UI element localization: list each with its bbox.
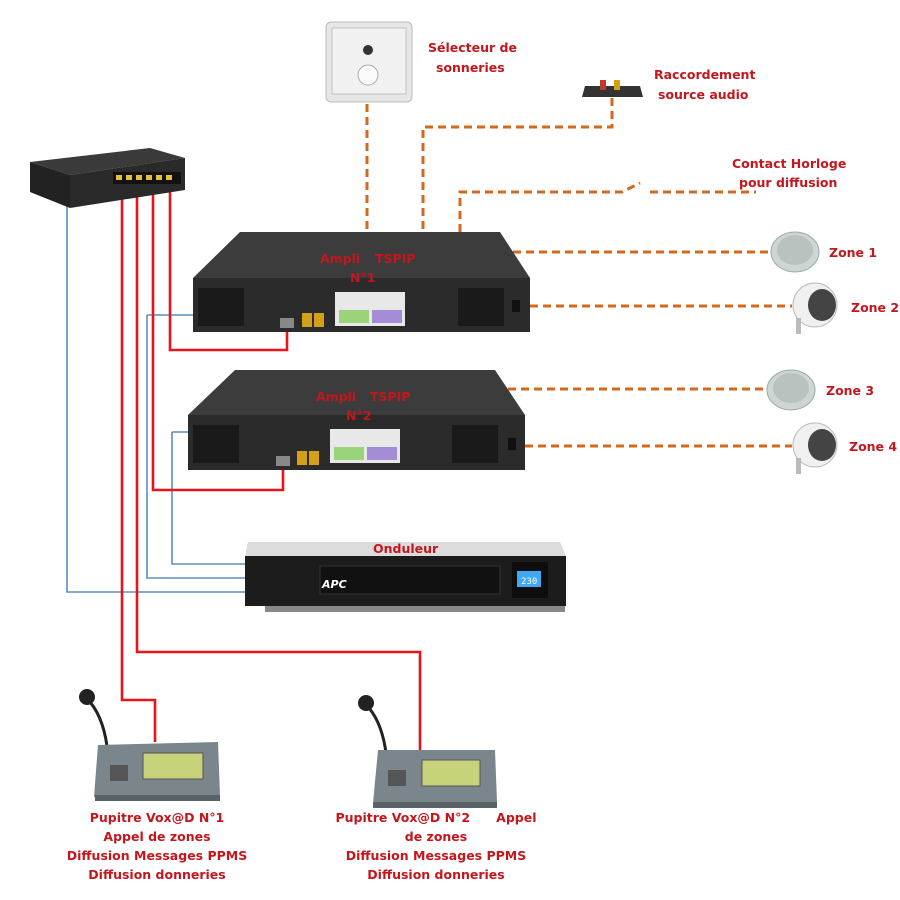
network-switch (30, 148, 185, 208)
ups-brand-logo: APC (321, 578, 347, 591)
amp1-label-3: N°1 (350, 270, 375, 285)
clock-contact-wire (458, 181, 756, 232)
amplifier-1 (193, 232, 530, 332)
zone4-horn-speaker (792, 422, 838, 474)
amp2-label-3: N°2 (346, 408, 371, 423)
ups-display: 230 (521, 577, 537, 587)
audio-source-label-1: Raccordement (654, 67, 755, 82)
zone1-label: Zone 1 (829, 245, 877, 260)
amp1-label-1: Ampli (320, 251, 360, 266)
desk1-label-2: Appel de zones (103, 829, 210, 844)
ringtone-selector (325, 21, 413, 103)
zone3-label: Zone 3 (826, 383, 874, 398)
audio-source-connector (582, 80, 643, 97)
paging-desk-2 (358, 695, 497, 808)
zone2-label: Zone 2 (851, 300, 899, 315)
audio-source-label-2: source audio (658, 87, 749, 102)
amp1-network-wire (168, 185, 289, 352)
ups-label: Onduleur (373, 541, 439, 556)
audio-wires (365, 98, 792, 448)
audio-source-wire (421, 98, 614, 232)
network-wires (120, 185, 422, 760)
desk1-label-3: Diffusion Messages PPMS (67, 848, 247, 863)
zone4-label: Zone 4 (849, 439, 897, 454)
desk2-label-4: Diffusion donneries (367, 867, 504, 882)
desk2-label-1: Pupitre Vox@D N°2 Appel (336, 810, 537, 825)
switch-ups-wire (66, 205, 250, 593)
power-wires (66, 205, 250, 593)
zone3-ceiling-speaker (766, 369, 816, 411)
zone1-ceiling-speaker (770, 231, 820, 273)
amp2-network-wire (151, 185, 285, 492)
selector-label-2: sonneries (436, 60, 505, 75)
clock-contact-label-1: Contact Horloge (732, 156, 846, 171)
desk1-label-1: Pupitre Vox@D N°1 (90, 810, 225, 825)
amp2-ups-wire (171, 431, 248, 565)
desk2-label-2: de zones (405, 829, 467, 844)
paging-desk-1 (79, 689, 220, 801)
desk1-network-wire (120, 185, 157, 742)
desk2-label-3: Diffusion Messages PPMS (346, 848, 526, 863)
amp2-label-1: Ampli (316, 389, 356, 404)
amplifier-2 (188, 370, 525, 470)
clock-contact-label-2: pour diffusion (739, 175, 837, 190)
zone2-horn-speaker (792, 282, 838, 334)
amp2-label-2: TSPIP (370, 389, 411, 404)
selector-label-1: Sélecteur de (428, 40, 517, 55)
ups: 230 APC (245, 542, 566, 612)
desk2-network-wire (135, 185, 422, 760)
desk1-label-4: Diffusion donneries (88, 867, 225, 882)
amp1-label-2: TSPIP (375, 251, 416, 266)
